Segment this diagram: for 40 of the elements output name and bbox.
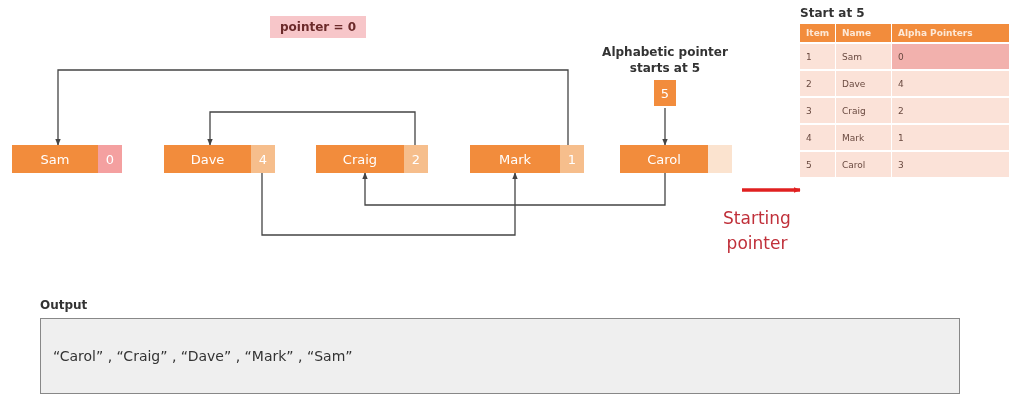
pointer-value: 2 [404,145,428,173]
pointer-value: 4 [251,145,275,173]
table-cell: 1 [892,125,1010,150]
pointer-note: pointer = 0 [270,16,367,38]
start-pointer-box: 5 [654,80,676,107]
list-item-name: Dave [164,145,251,173]
table-cell: Mark [836,125,892,150]
table-cell: Dave [836,71,892,96]
arrow [55,69,569,146]
output-heading: Output [40,298,89,312]
table-header-cell: Item [800,24,836,42]
output-box: “Carol” , “Craig” , “Dave” , “Mark” , “Sam” [40,318,960,394]
table-cell: 4 [892,71,1010,96]
pointer-heading: Alphabetic pointer starts at 5 [601,44,729,77]
arrow [207,111,416,146]
table-cell: 2 [800,71,836,96]
starting-pointer-note: Starting pointer [722,207,792,255]
arrow [662,107,668,146]
table-cell: 3 [892,152,1010,177]
table-cell: 5 [800,152,836,177]
arrow [362,172,666,206]
arrow [261,172,518,236]
table-cell: 3 [800,98,836,123]
pointer-value: 1 [560,145,584,173]
table-header-cell: Alpha Pointers [892,24,1010,42]
list-item-name: Carol [620,145,708,173]
table-heading: Start at 5 [800,6,866,20]
table-cell: 4 [800,125,836,150]
list-item-name: Sam [12,145,98,173]
table-cell: 0 [892,44,1010,69]
table-header-cell: Name [836,24,892,42]
list-item-name: Mark [470,145,560,173]
list-item-name: Craig [316,145,404,173]
table-cell: 2 [892,98,1010,123]
table-cell: Craig [836,98,892,123]
table-cell: Carol [836,152,892,177]
pointer-value: 0 [98,145,122,173]
table-cell: 1 [800,44,836,69]
table-cell: Sam [836,44,892,69]
arrow [742,187,801,193]
